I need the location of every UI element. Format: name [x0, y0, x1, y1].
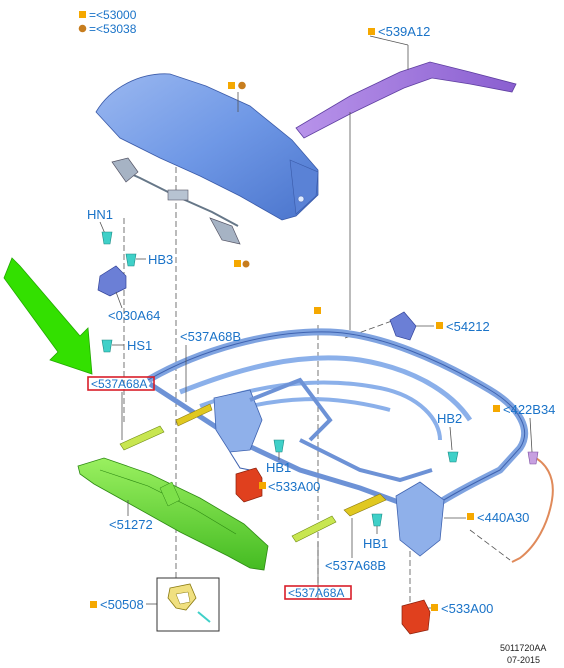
- link-537A68A-left-callout: <537A68A: [87, 376, 165, 451]
- bracket-030A64-callout: <030A64: [97, 265, 160, 323]
- front-latch-linkage-part: [111, 157, 250, 268]
- hn1-fastener: [101, 231, 113, 245]
- label-hb1-right: HB1: [363, 536, 388, 551]
- hn1-callout: HN1: [87, 207, 113, 245]
- square-marker-icon: [436, 322, 443, 329]
- label-50508: <50508: [100, 597, 144, 612]
- legend: =<53000 =<53038: [78, 8, 137, 36]
- square-marker-icon: [493, 405, 500, 412]
- label-533A00-left: <533A00: [268, 479, 320, 494]
- link-537A68B-top: [175, 403, 213, 427]
- roof-panel-part: [95, 73, 319, 221]
- hs1-fastener: [101, 339, 113, 353]
- bracket-54212-callout: <54212: [389, 311, 490, 341]
- hb2-callout: HB2: [437, 411, 462, 463]
- diagram-footer: 5011720AA 07-2015: [500, 643, 546, 665]
- legend-circle-code: =<53038: [89, 22, 137, 36]
- label-51272: <51272: [109, 517, 153, 532]
- unit-440A30-callout: <440A30: [444, 510, 529, 525]
- highlight-box-bottom: [284, 585, 352, 600]
- convertible-frame-part: [146, 328, 528, 557]
- label-537A68B-bottom: <537A68B: [325, 558, 386, 573]
- rear-bow-part: <539A12: [295, 24, 517, 330]
- label-030A64: <030A64: [108, 308, 160, 323]
- label-440A30: <440A30: [477, 510, 529, 525]
- hs1-callout: HS1: [101, 338, 152, 353]
- highlight-box-left: [87, 376, 155, 391]
- motor-533A00-left-callout: <533A00: [235, 467, 320, 503]
- link-537A68A-left: [119, 425, 165, 451]
- label-hb2: HB2: [437, 411, 462, 426]
- square-marker-icon: [368, 28, 375, 35]
- hb2-fastener: [447, 451, 459, 463]
- label-hn1: HN1: [87, 207, 113, 222]
- label-533A00-bottom: <533A00: [441, 601, 493, 616]
- square-marker-icon: [259, 482, 266, 489]
- square-marker-icon: [431, 604, 438, 611]
- hb1-right-fastener: [371, 513, 383, 527]
- square-marker-icon: [79, 11, 86, 18]
- link-537A68B-bottom: [343, 493, 387, 517]
- footer-code: 5011720AA: [500, 643, 546, 653]
- hb3-fastener: [125, 253, 137, 267]
- label-hb3: HB3: [148, 252, 173, 267]
- label-537A68B-top: <537A68B: [180, 329, 241, 344]
- hb3-callout: HB3: [125, 252, 173, 267]
- motor-533A00-bottom-callout: <533A00: [401, 599, 493, 635]
- cable-422B34: [511, 455, 554, 563]
- hb1-left-fastener: [273, 439, 285, 453]
- roof-marker: [228, 81, 246, 112]
- square-marker-icon: [90, 601, 97, 608]
- frame-marker: [314, 307, 321, 314]
- bracket-030A64: [97, 265, 127, 297]
- motor-533A00-bottom: [401, 599, 431, 635]
- link-537A68B-bottom-callout: <537A68B: [325, 493, 387, 573]
- bracket-54212: [389, 311, 417, 341]
- motor-533A00-left: [235, 467, 263, 503]
- label-422B34: <422B34: [503, 402, 555, 417]
- link-537A68A-bottom: [291, 515, 337, 543]
- label-54212: <54212: [446, 319, 490, 334]
- legend-square-code: =<53000: [89, 8, 137, 22]
- tray-51272-part: <51272: [77, 457, 269, 571]
- label-hs1: HS1: [127, 338, 152, 353]
- circle-marker-icon: [78, 24, 87, 33]
- footer-date: 07-2015: [507, 655, 540, 665]
- square-marker-icon: [467, 513, 474, 520]
- label-hb1-left: HB1: [266, 460, 291, 475]
- link-537A68B-top-callout: <537A68B: [175, 329, 241, 427]
- label-537A68A-bottom: <537A68A: [288, 586, 344, 600]
- label-537A68A-left: <537A68A: [91, 377, 147, 391]
- link-537A68A-bottom-callout: <537A68A: [284, 515, 352, 600]
- label-539A12: <539A12: [378, 24, 430, 39]
- part-50508-callout: <50508: [90, 577, 220, 632]
- cable-422B34-callout: <422B34: [493, 402, 555, 563]
- hb1-right-callout: HB1: [363, 513, 388, 551]
- hb1-left-callout: HB1: [266, 439, 291, 475]
- assembly-axis-lines: [123, 140, 511, 612]
- green-arrow-icon: [3, 257, 93, 375]
